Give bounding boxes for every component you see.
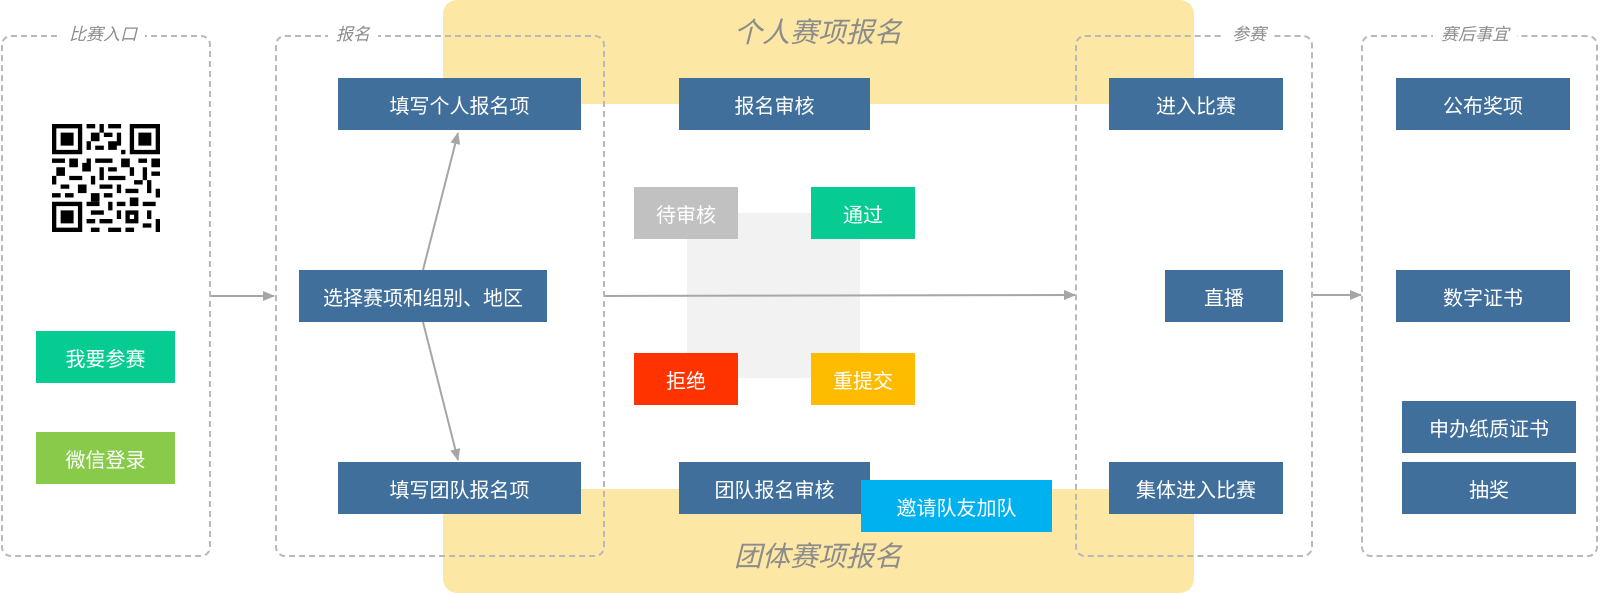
- status-pending[interactable]: 待审核: [634, 187, 738, 239]
- after-panel-title: 赛后事宜: [1433, 25, 1517, 45]
- paper-certificate-box[interactable]: 申办纸质证书: [1402, 401, 1576, 453]
- individual-band-title: 个人赛项报名: [733, 16, 903, 49]
- status-resubmit[interactable]: 重提交: [811, 353, 915, 405]
- individual-review-box[interactable]: 报名审核: [679, 78, 870, 130]
- qr-code-icon: [52, 124, 160, 232]
- lottery-box[interactable]: 抽奖: [1402, 462, 1576, 514]
- status-pass[interactable]: 通过: [811, 187, 915, 239]
- team-band-title: 团体赛项报名: [733, 540, 903, 573]
- invite-teammates-box[interactable]: 邀请队友加队: [861, 480, 1052, 532]
- join-button[interactable]: 我要参赛: [36, 331, 175, 383]
- signup-panel: [275, 35, 605, 557]
- team-review-box[interactable]: 团队报名审核: [679, 462, 870, 514]
- arrow-select-to-team: [422, 321, 461, 461]
- arrow-select-to-individual: [422, 132, 461, 271]
- entry-panel-title: 比赛入口: [61, 25, 145, 45]
- live-stream-box[interactable]: 直播: [1165, 270, 1283, 322]
- compete-panel: [1075, 35, 1313, 557]
- compete-panel-title: 参赛: [1224, 25, 1274, 45]
- signup-panel-title: 报名: [328, 25, 378, 45]
- team-form-box[interactable]: 填写团队报名项: [338, 462, 581, 514]
- enter-competition-box[interactable]: 进入比赛: [1109, 78, 1283, 130]
- arrow-signup-to-compete: [604, 290, 1076, 301]
- announce-awards-box[interactable]: 公布奖项: [1396, 78, 1570, 130]
- team-enter-competition-box[interactable]: 集体进入比赛: [1109, 462, 1283, 514]
- status-reject[interactable]: 拒绝: [634, 353, 738, 405]
- digital-certificate-box[interactable]: 数字证书: [1396, 270, 1570, 322]
- individual-form-box[interactable]: 填写个人报名项: [338, 78, 581, 130]
- select-event-box[interactable]: 选择赛项和组别、地区: [299, 270, 547, 322]
- wechat-login-button[interactable]: 微信登录: [36, 432, 175, 484]
